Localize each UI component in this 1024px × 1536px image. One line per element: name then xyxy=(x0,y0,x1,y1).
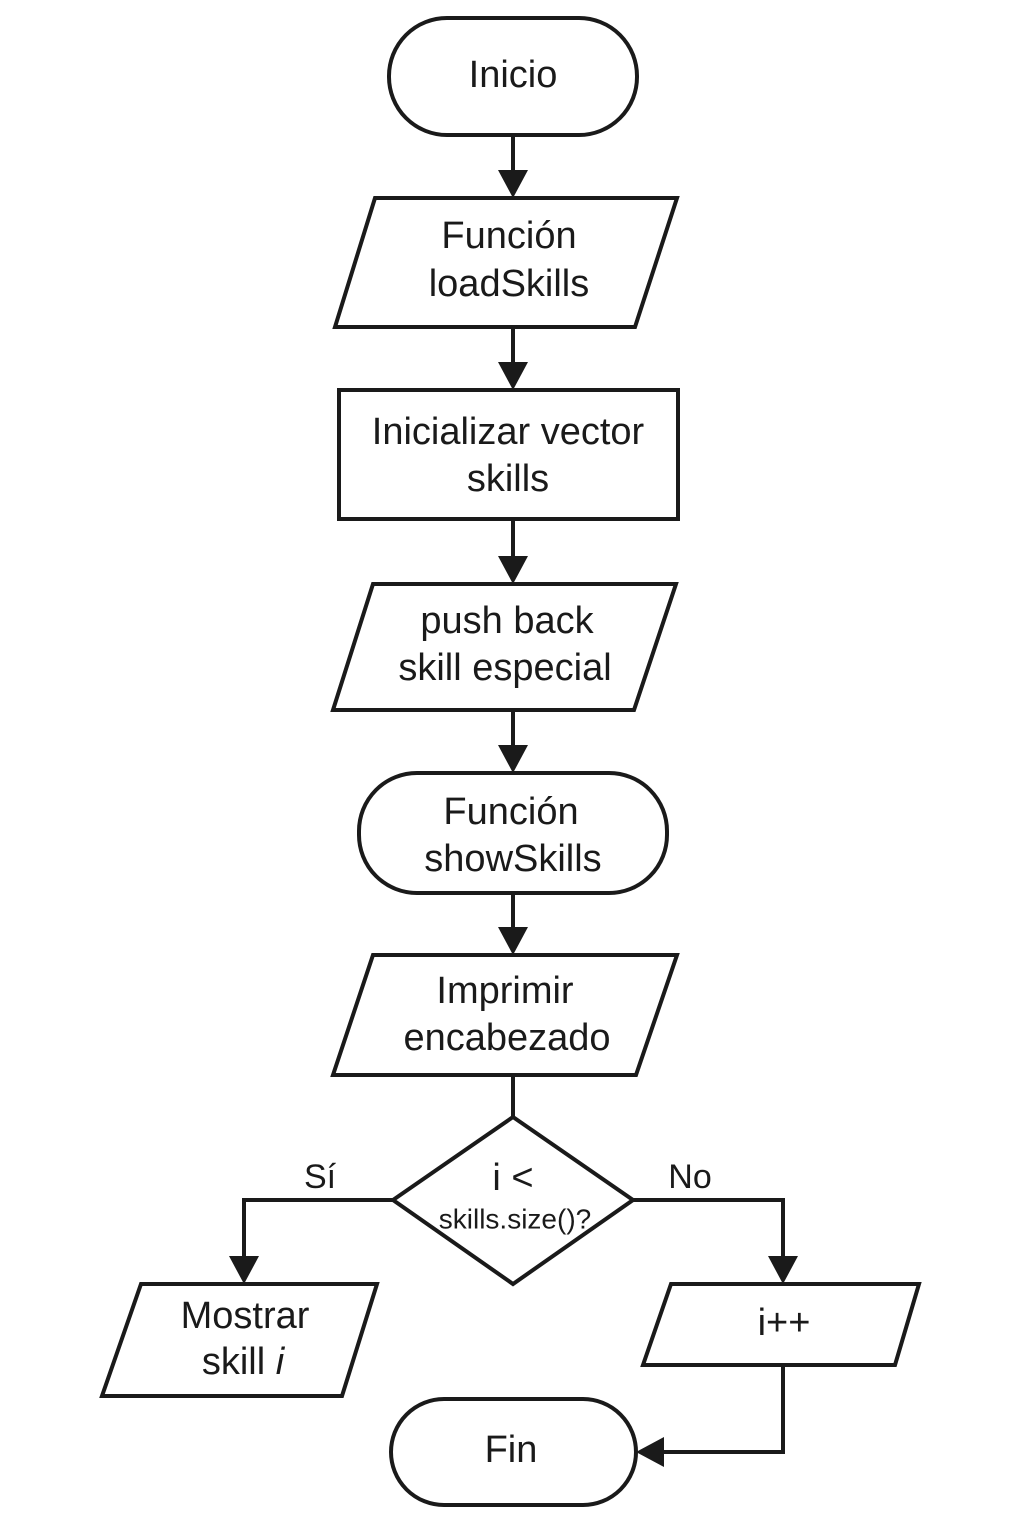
push-back-shape xyxy=(330,582,679,712)
edge-decision-no xyxy=(633,1198,785,1258)
show-skills-label-line1: Función xyxy=(443,791,578,833)
arrowhead-printheader xyxy=(498,927,528,955)
increment-label: i++ xyxy=(758,1302,811,1344)
init-vector-shape xyxy=(337,388,680,521)
init-vector-label-line2: skills xyxy=(467,458,549,500)
show-skills-shape xyxy=(357,771,669,895)
push-back-label-line2: skill especial xyxy=(398,647,611,689)
show-skills-terminator: Función showSkills xyxy=(357,771,669,895)
init-vector-process: Inicializar vector skills xyxy=(337,388,680,521)
arrowhead-pushback xyxy=(498,556,528,584)
load-skills-shape xyxy=(332,196,680,329)
show-skill-i-label-line1: Mostrar xyxy=(181,1295,310,1337)
print-header-label-line1: Imprimir xyxy=(436,970,574,1012)
edge-increment-to-end xyxy=(662,1365,785,1454)
branch-no-label: No xyxy=(668,1158,711,1196)
arrowhead-increment xyxy=(768,1256,798,1284)
end-shape xyxy=(389,1397,638,1507)
decision-diamond: i < skills.size()? xyxy=(389,1114,637,1287)
increment-shape xyxy=(640,1282,922,1367)
load-skills-label-line2: loadSkills xyxy=(429,263,590,305)
print-header-io: Imprimir encabezado xyxy=(330,953,680,1077)
decision-label-line1: i < xyxy=(492,1157,533,1199)
arrowhead-end xyxy=(636,1437,664,1467)
push-back-io: push back skill especial xyxy=(330,582,679,712)
push-back-label-line1: push back xyxy=(420,600,594,642)
increment-io: i++ xyxy=(640,1282,922,1367)
edge-decision-yes xyxy=(242,1198,393,1258)
arrowhead-showskills xyxy=(498,745,528,773)
decision-shape xyxy=(389,1114,637,1287)
show-skill-i-label-var: i xyxy=(276,1341,286,1383)
connectors xyxy=(229,135,798,1467)
end-terminator: Fin xyxy=(389,1397,638,1507)
start-shape xyxy=(387,16,639,137)
print-header-label-line2: encabezado xyxy=(403,1017,610,1059)
print-header-shape xyxy=(330,953,680,1077)
end-label: Fin xyxy=(485,1429,538,1471)
arrowhead-init xyxy=(498,362,528,390)
arrowhead-loadskills xyxy=(498,170,528,198)
show-skill-i-label-word: skill xyxy=(202,1341,276,1383)
decision-label-line2: skills.size()? xyxy=(439,1203,591,1234)
branch-yes-label: Sí xyxy=(304,1158,337,1196)
show-skill-i-shape xyxy=(99,1282,380,1398)
start-terminator: Inicio xyxy=(387,16,639,137)
show-skill-i-io: Mostrar skill i xyxy=(99,1282,380,1398)
load-skills-io: Función loadSkills xyxy=(332,196,680,329)
show-skills-label-line2: showSkills xyxy=(424,838,601,880)
arrowhead-showskill-i xyxy=(229,1256,259,1284)
start-label: Inicio xyxy=(469,54,558,96)
init-vector-label-line1: Inicializar vector xyxy=(372,411,645,453)
load-skills-label-line1: Función xyxy=(441,215,576,257)
show-skill-i-label-line2: skill i xyxy=(202,1341,286,1383)
